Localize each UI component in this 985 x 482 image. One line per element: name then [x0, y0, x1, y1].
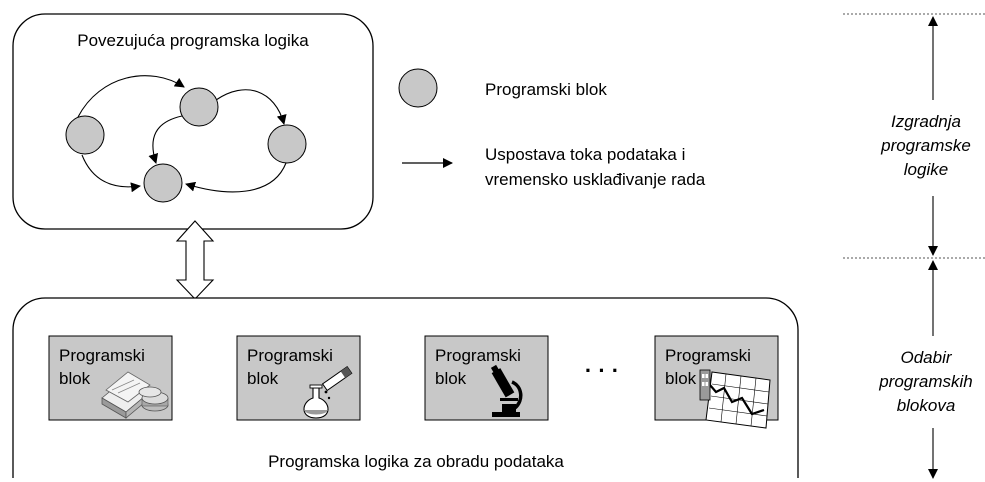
- bidirectional-arrow: [175, 220, 215, 300]
- program-block: Programski blok: [654, 335, 779, 429]
- node-connections: [77, 75, 287, 193]
- legend-block-label: Programski blok: [485, 80, 607, 99]
- bottom-panel-frame: [12, 297, 799, 478]
- program-block-label-line1: Programski: [59, 346, 145, 365]
- bottom-panel: Programski blok Programski blok: [12, 297, 799, 478]
- money-stacks-icon: [101, 371, 169, 419]
- upper-axis-label-line1: Izgradnja: [891, 112, 961, 131]
- side-axis: Izgradnja programske logike Odabir progr…: [843, 13, 985, 479]
- program-block-label-line2: blok: [665, 369, 697, 388]
- upper-axis-label-line2: programske: [880, 136, 971, 155]
- legend-flow-label-line2: vremensko usklađivanje rada: [485, 170, 706, 189]
- program-block-label-line1: Programski: [247, 346, 333, 365]
- program-block: Programski blok: [48, 335, 173, 421]
- legend-node-symbol: [398, 68, 438, 108]
- program-node: [65, 115, 105, 155]
- node-group: [65, 87, 307, 203]
- upper-axis-label-line3: logike: [904, 160, 948, 179]
- edge-n1-n2: [77, 75, 185, 118]
- lower-axis-label-line3: blokova: [897, 396, 956, 415]
- program-block-label-line2: blok: [435, 369, 467, 388]
- top-panel: Povezujuća programska logika: [12, 13, 374, 230]
- lab-flask-icon: [303, 365, 353, 419]
- program-node: [267, 124, 307, 164]
- bottom-panel-caption: Programska logika za obradu podataka: [268, 452, 564, 471]
- program-block-label-line1: Programski: [435, 346, 521, 365]
- top-panel-title: Povezujuća programska logika: [77, 31, 309, 50]
- microscope-icon: [490, 364, 523, 417]
- legend: Programski blok Uspostava toka podataka …: [398, 68, 706, 189]
- program-block-label-line2: blok: [59, 369, 91, 388]
- edge-n2-n4: [148, 115, 183, 164]
- lower-axis-label-line2: programskih: [878, 372, 973, 391]
- program-node: [143, 163, 183, 203]
- program-block-label-line1: Programski: [665, 346, 751, 365]
- program-block: Programski blok: [236, 335, 361, 421]
- program-block-box: [424, 335, 549, 421]
- lower-axis-label-line1: Odabir: [900, 348, 952, 367]
- trend-chart-icon: [699, 369, 771, 429]
- program-block: Programski blok: [424, 335, 549, 421]
- program-node: [179, 87, 219, 127]
- ellipsis: · · ·: [585, 358, 619, 383]
- program-block-label-line2: blok: [247, 369, 279, 388]
- edge-n2-n3: [215, 89, 287, 125]
- edge-n1-n4: [81, 154, 141, 193]
- legend-flow-label-line1: Uspostava toka podataka i: [485, 145, 685, 164]
- edge-n3-n4: [185, 162, 287, 193]
